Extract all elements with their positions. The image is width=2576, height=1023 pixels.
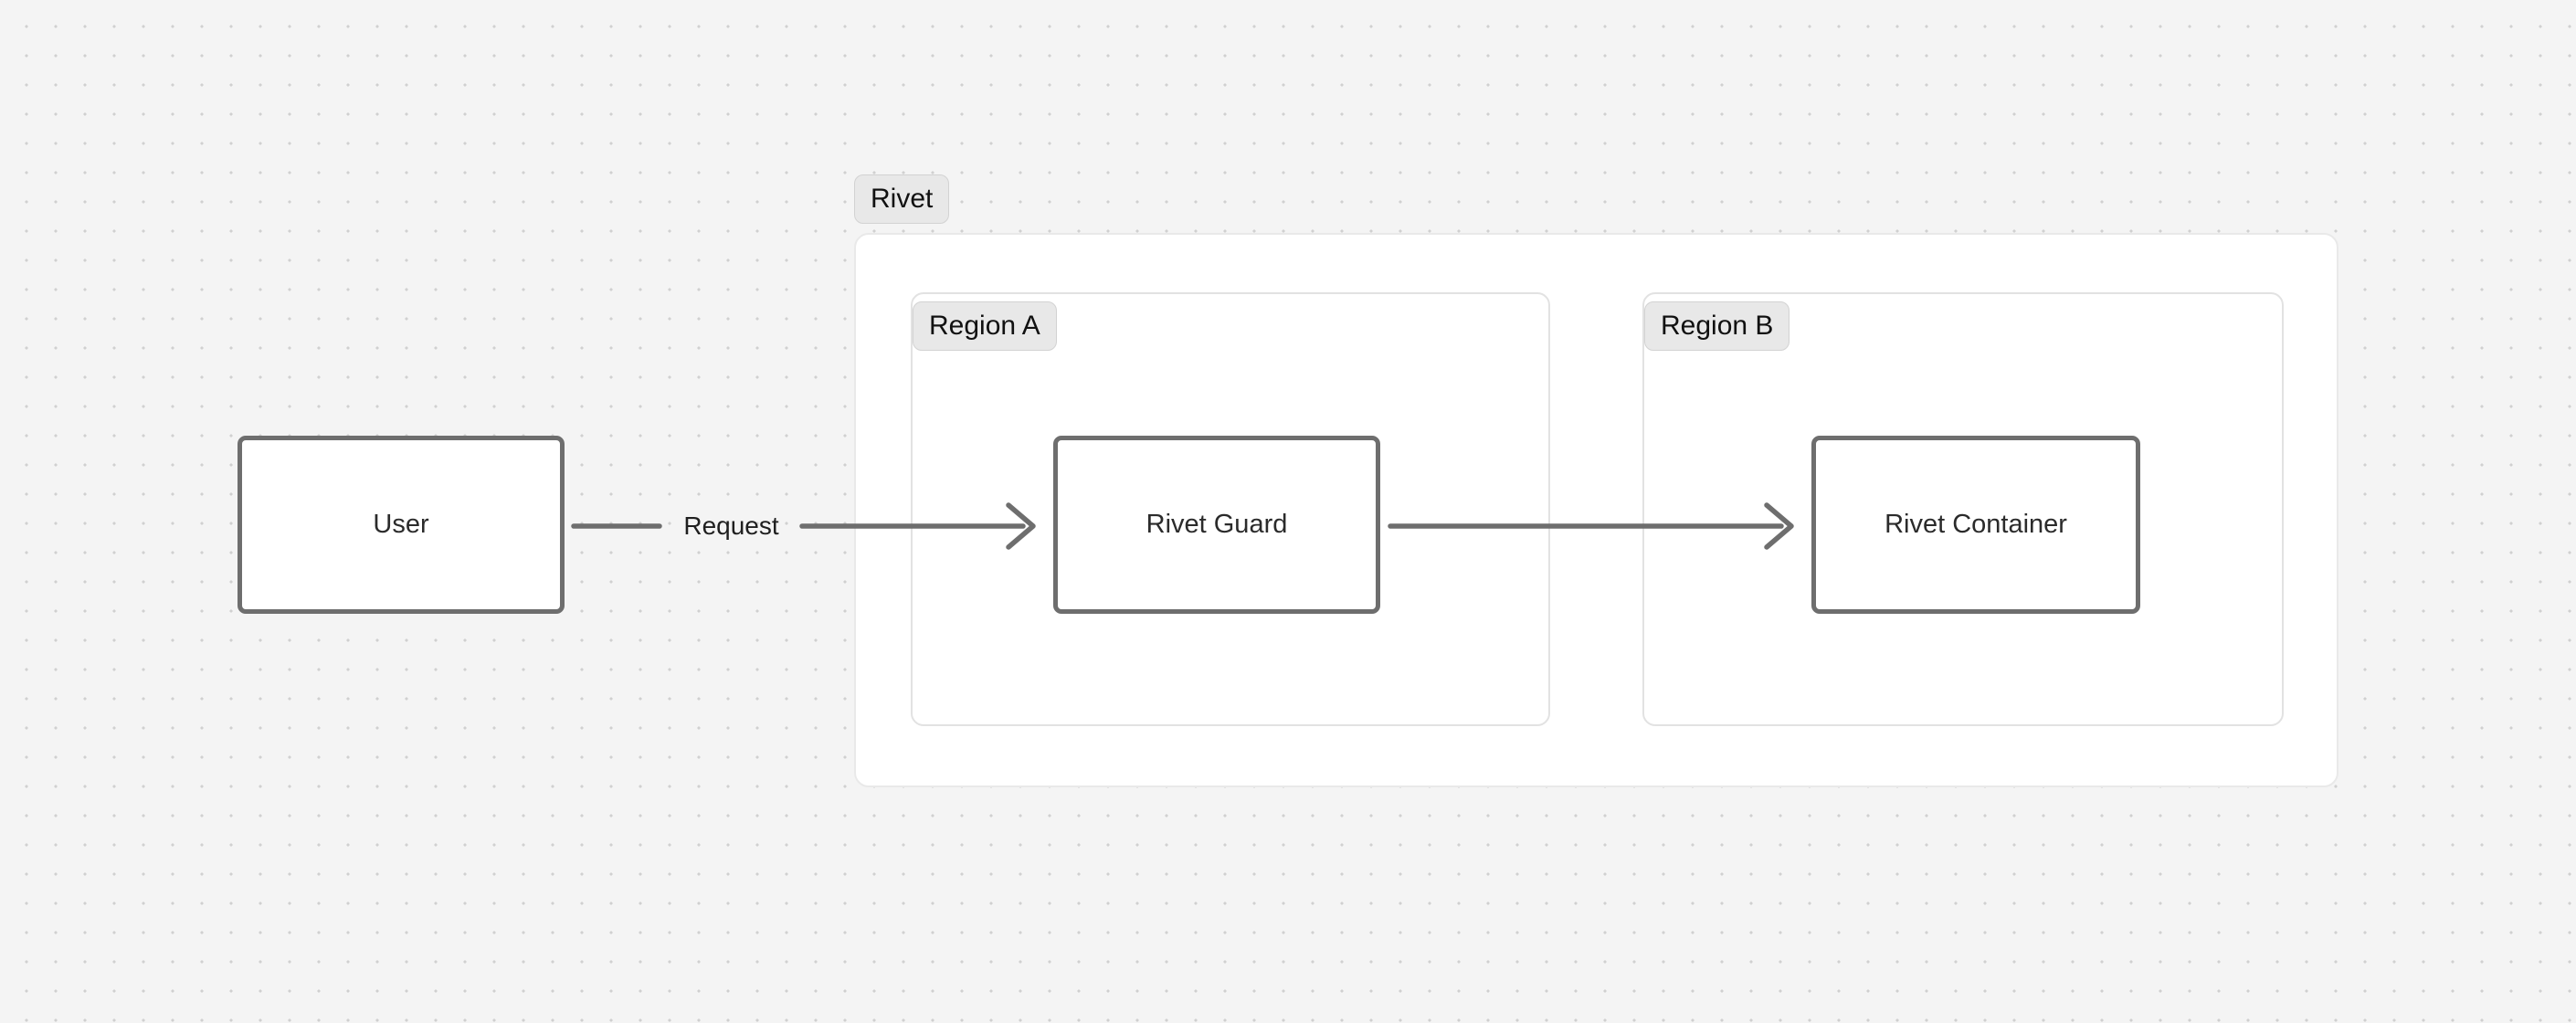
node-user-label: User [373, 510, 429, 539]
cluster-label-region-a: Region A [913, 301, 1057, 351]
cluster-label-region-b: Region B [1644, 301, 1790, 351]
node-rivet-guard[interactable]: Rivet Guard [1053, 436, 1380, 614]
node-user[interactable]: User [238, 436, 565, 614]
edge-label-request: Request [683, 512, 779, 540]
node-rivet-container[interactable]: Rivet Container [1811, 436, 2140, 614]
node-rivet-container-label: Rivet Container [1884, 510, 2067, 539]
cluster-label-rivet: Rivet [854, 174, 950, 224]
node-rivet-guard-label: Rivet Guard [1145, 510, 1288, 539]
